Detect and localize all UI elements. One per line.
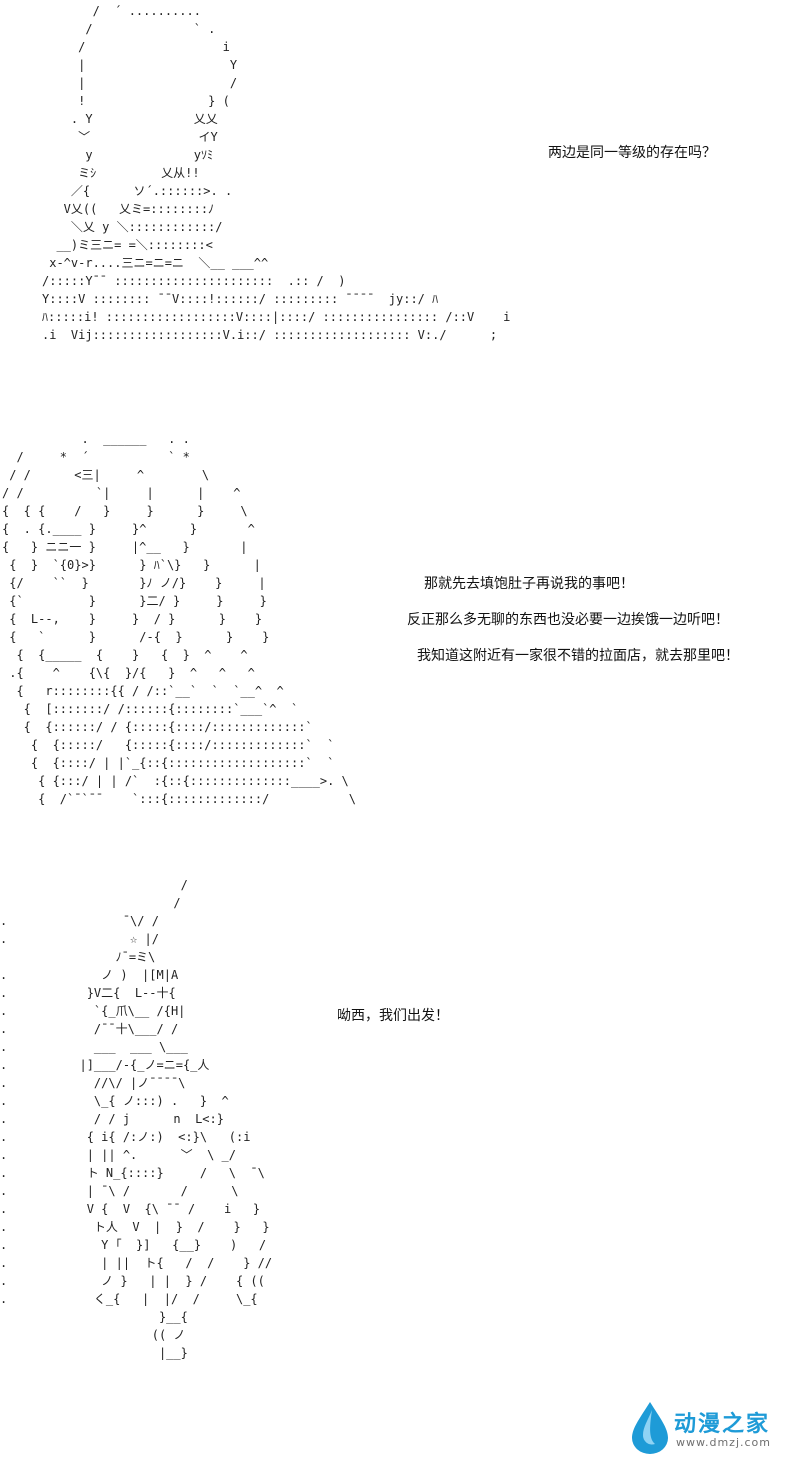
ascii-art-figure-1: / ´ .......... / ` . / i | Y | / ! } ( .… bbox=[42, 4, 511, 342]
dialogue-line: 那就先去填饱肚子再说我的事吧！ bbox=[424, 576, 634, 592]
dialogue-line: 我知道这附近有一家很不错的拉面店，就去那里吧！ bbox=[417, 648, 739, 664]
ascii-art-figure-3: / / . ¯\/ / . ☆ |/ ﾉ¯=ミ\ . ノ ) |[M|A . }… bbox=[0, 878, 273, 1360]
dialogue-line: 两边是同一等级的存在吗？ bbox=[548, 145, 716, 161]
dialogue-line: 反正那么多无聊的东西也没必要一边挨饿一边听吧！ bbox=[407, 612, 729, 628]
panel-3: / / . ¯\/ / . ☆ |/ ﾉ¯=ミ\ . ノ ) |[M|A . }… bbox=[0, 870, 789, 1390]
watermark-name: 动漫之家 bbox=[674, 1412, 771, 1437]
panel-1: / ´ .......... / ` . / i | Y | / ! } ( .… bbox=[0, 0, 789, 400]
water-drop-icon bbox=[632, 1402, 668, 1454]
watermark-logo: 动漫之家 www.dmzj.com bbox=[628, 1400, 778, 1456]
watermark-url: www.dmzj.com bbox=[676, 1436, 771, 1449]
dialogue-line: 呦西，我们出发！ bbox=[337, 1008, 449, 1024]
ascii-art-figure-2: . ______ . . / * ´ ` * / / <三| ^ \ / / `… bbox=[2, 432, 357, 806]
panel-2: . ______ . . / * ´ ` * / / <三| ^ \ / / `… bbox=[0, 420, 789, 840]
